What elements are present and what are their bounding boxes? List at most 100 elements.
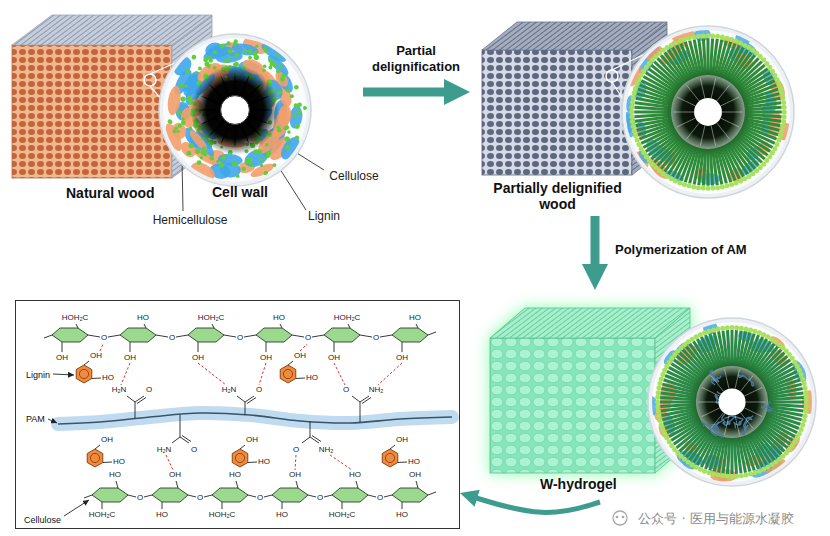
illustration-circle xyxy=(701,186,706,191)
illustration-circle xyxy=(633,86,638,91)
illustration-circle xyxy=(190,65,279,154)
illustration-line xyxy=(428,492,436,495)
illustration-circle xyxy=(639,146,644,151)
illustration-g xyxy=(647,319,816,483)
illustration-line xyxy=(64,500,89,516)
illustration-circle xyxy=(294,103,298,107)
watermark: 公众号 · 医用与能源水凝胶 xyxy=(638,512,793,525)
illustration-circle xyxy=(800,422,805,427)
illustration-circle xyxy=(799,427,804,432)
process-arrow xyxy=(591,216,600,274)
illustration-circle xyxy=(264,171,268,175)
component-label: PAM xyxy=(26,414,45,424)
illustration-ellipse xyxy=(188,159,218,185)
illustration-g xyxy=(620,26,793,194)
illustration-circle xyxy=(797,368,802,373)
illustration-polygon xyxy=(280,365,296,383)
step-label: Polymerization of AM xyxy=(615,242,747,258)
illustration-circle xyxy=(803,390,808,395)
illustration-line xyxy=(244,335,256,337)
illustration-circle xyxy=(285,125,289,129)
illustration-line xyxy=(135,396,144,402)
chemical-group: OH xyxy=(260,354,272,362)
illustration-circle xyxy=(269,66,273,70)
illustration-polygon xyxy=(200,96,222,107)
illustration-circle xyxy=(236,174,240,178)
illustration-circle xyxy=(782,105,787,110)
illustration-circle xyxy=(213,50,217,54)
illustration-circle xyxy=(659,422,664,427)
illustration-circle xyxy=(178,124,182,128)
illustration-line xyxy=(95,445,100,449)
illustration-circle xyxy=(266,154,270,158)
illustration-circle xyxy=(207,64,210,67)
chemical-group: OH xyxy=(101,436,113,444)
illustration-circle xyxy=(715,185,720,190)
illustration-circle xyxy=(216,160,220,164)
illustration-circle xyxy=(710,33,715,38)
chemical-group: HO xyxy=(276,511,288,519)
chemical-group: HO xyxy=(229,471,241,479)
illustration-line xyxy=(282,502,283,509)
illustration-path xyxy=(58,413,452,424)
illustration-circle xyxy=(632,128,637,133)
illustration-circle xyxy=(677,39,682,44)
illustration-line xyxy=(721,118,739,127)
illustration-circle xyxy=(720,184,725,189)
illustration-line xyxy=(53,374,74,375)
watermark-icon xyxy=(613,511,627,525)
chemical-group: HOH₂C xyxy=(209,511,236,519)
illustration-polygon xyxy=(256,328,292,342)
illustration-polygon xyxy=(212,488,248,502)
illustration-line xyxy=(84,361,89,365)
illustration-line xyxy=(103,462,112,464)
illustration-path xyxy=(701,419,724,431)
illustration-circle xyxy=(657,381,662,386)
chemical-group: O xyxy=(343,386,349,394)
illustration-circle xyxy=(250,164,254,168)
illustration-circle xyxy=(198,67,202,71)
illustration-circle xyxy=(287,130,291,134)
illustration-circle xyxy=(761,467,766,472)
chemical-group: HO xyxy=(408,458,420,466)
illustration-circle xyxy=(243,49,247,53)
illustration-circle xyxy=(303,106,307,110)
illustration-circle xyxy=(283,369,292,378)
wood-block: Natural wood xyxy=(8,10,363,205)
illustration-circle xyxy=(184,85,187,88)
illustration-circle xyxy=(725,474,730,479)
illustration-circle xyxy=(800,377,805,382)
illustration-line xyxy=(356,481,358,488)
illustration-circle xyxy=(772,73,777,78)
illustration-circle xyxy=(655,400,660,405)
illustration-ellipse xyxy=(166,85,183,116)
illustration-polygon xyxy=(392,328,428,342)
illustration-circle xyxy=(757,330,762,335)
process-arrow xyxy=(363,88,454,97)
illustration-circle xyxy=(743,326,748,331)
illustration-polygon xyxy=(198,108,221,112)
illustration-circle xyxy=(260,157,264,161)
illustration-circle xyxy=(185,69,190,74)
illustration-circle xyxy=(622,26,794,198)
illustration-circle xyxy=(652,322,812,482)
chemical-group: OH xyxy=(124,354,136,362)
illustration-polygon xyxy=(272,488,308,502)
chemical-group: O xyxy=(237,334,243,342)
illustration-circle xyxy=(227,57,231,61)
illustration-line xyxy=(677,97,695,106)
illustration-circle xyxy=(780,95,785,100)
illustration-circle xyxy=(280,77,285,82)
illustration-line xyxy=(240,445,245,449)
illustration-circle xyxy=(780,124,785,129)
illustration-line xyxy=(674,112,695,113)
illustration-circle xyxy=(629,110,634,115)
illustration-line xyxy=(348,324,350,328)
wood-block: Partially delignified wood xyxy=(470,12,822,216)
illustration-circle xyxy=(656,409,661,414)
chemical-group: OH xyxy=(328,354,340,362)
illustration-circle xyxy=(779,128,784,133)
illustration-ellipse xyxy=(802,390,816,414)
illustration-circle xyxy=(235,453,244,462)
illustration-line xyxy=(156,335,168,337)
